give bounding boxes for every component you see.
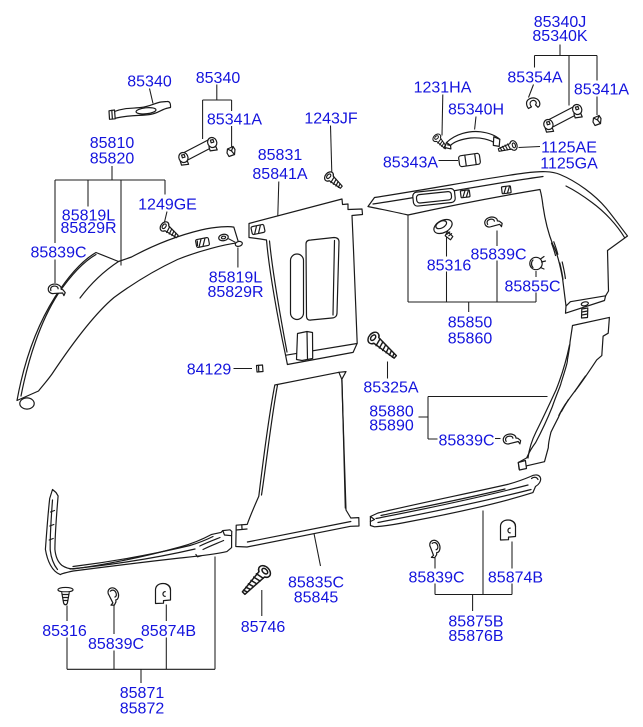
svg-text:85839C: 85839C (88, 636, 144, 653)
svg-text:85341A: 85341A (207, 112, 262, 129)
svg-text:85325A: 85325A (363, 380, 418, 397)
svg-text:85890: 85890 (369, 418, 414, 435)
svg-text:85340H: 85340H (448, 102, 504, 119)
svg-text:85872: 85872 (120, 701, 165, 718)
svg-text:85839C: 85839C (30, 245, 86, 262)
svg-text:85855C: 85855C (504, 279, 560, 296)
svg-text:1243JF: 1243JF (304, 111, 358, 128)
svg-text:85850: 85850 (448, 315, 493, 332)
svg-text:85874B: 85874B (141, 623, 196, 640)
svg-text:85340K: 85340K (532, 28, 587, 45)
svg-text:85829R: 85829R (60, 220, 116, 237)
svg-text:85316: 85316 (42, 623, 87, 640)
svg-text:85875B: 85875B (448, 614, 503, 631)
svg-text:85835C: 85835C (288, 575, 344, 592)
svg-text:85341A: 85341A (574, 82, 629, 99)
svg-text:85839C: 85839C (438, 433, 494, 450)
svg-text:85354A: 85354A (507, 70, 562, 87)
svg-text:85340: 85340 (127, 74, 172, 91)
svg-text:85880: 85880 (369, 404, 414, 421)
svg-text:1231HA: 1231HA (414, 80, 472, 97)
svg-text:85845: 85845 (294, 590, 339, 607)
svg-text:85874B: 85874B (488, 570, 543, 587)
svg-text:85876B: 85876B (448, 628, 503, 645)
svg-text:85746: 85746 (241, 619, 286, 636)
svg-text:85343A: 85343A (383, 155, 438, 172)
svg-text:85819L: 85819L (209, 270, 262, 287)
svg-text:85810: 85810 (90, 135, 135, 152)
svg-text:85831: 85831 (258, 147, 303, 164)
svg-text:85340: 85340 (196, 70, 241, 87)
svg-text:85340J: 85340J (534, 14, 587, 31)
svg-text:85860: 85860 (448, 331, 493, 348)
svg-text:84129: 84129 (187, 362, 232, 379)
svg-text:85829R: 85829R (207, 284, 263, 301)
svg-text:85819L: 85819L (62, 208, 115, 225)
svg-text:1249GE: 1249GE (138, 197, 197, 214)
svg-text:85871: 85871 (120, 685, 165, 702)
svg-text:85839C: 85839C (470, 247, 526, 264)
svg-text:85839C: 85839C (408, 570, 464, 587)
svg-text:1125GA: 1125GA (540, 156, 598, 173)
svg-text:1125AE: 1125AE (541, 140, 597, 157)
svg-text:85316: 85316 (427, 258, 472, 275)
svg-text:85841A: 85841A (252, 166, 307, 183)
svg-text:85820: 85820 (90, 151, 135, 168)
